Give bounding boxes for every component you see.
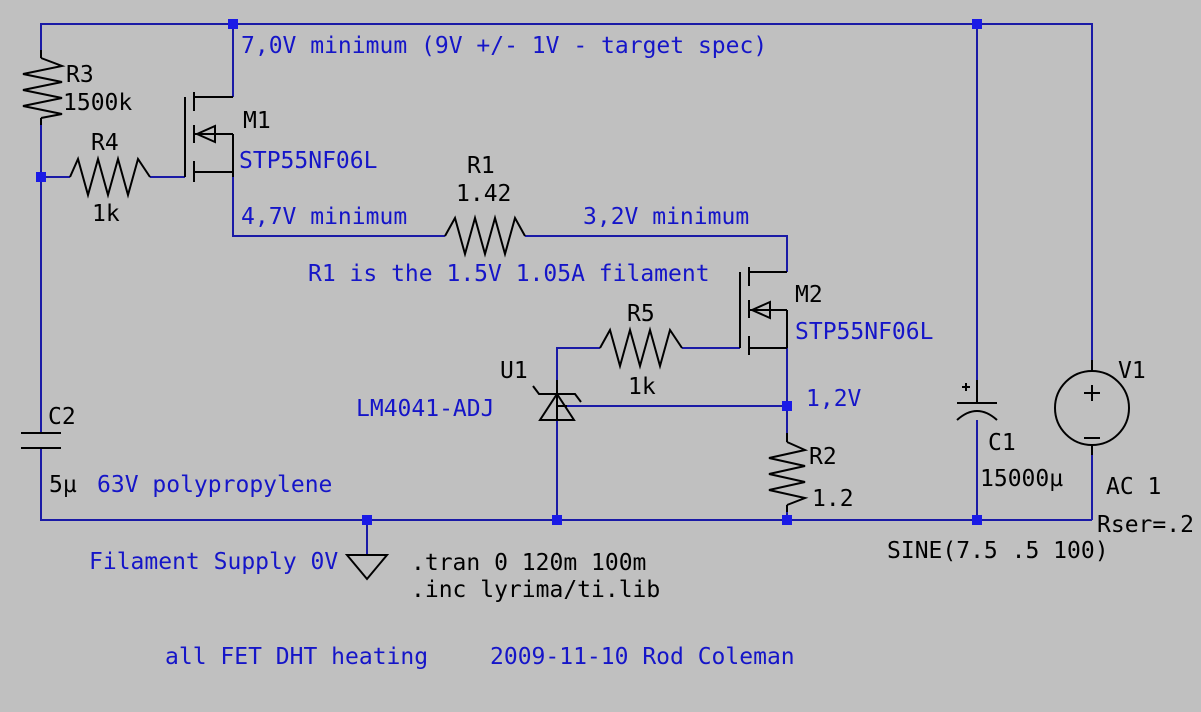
annotations: 7,0V minimum (9V +/- 1V - target spec) S… bbox=[89, 33, 933, 670]
r5-value: 1k bbox=[628, 374, 656, 400]
r4-ref: R4 bbox=[91, 130, 119, 156]
top-rail-wire bbox=[40, 23, 1093, 360]
v1-ref: V1 bbox=[1118, 358, 1146, 384]
r3-resistor bbox=[22, 50, 66, 125]
filament-note: R1 is the 1.5V 1.05A filament bbox=[308, 261, 710, 287]
junction-dot bbox=[782, 515, 792, 525]
ground-label: Filament Supply 0V bbox=[89, 549, 338, 575]
junction-dot bbox=[228, 19, 238, 29]
top-rail-voltage-note: 7,0V minimum (9V +/- 1V - target spec) bbox=[241, 33, 767, 59]
m2-mosfet bbox=[739, 267, 788, 355]
m1-source-wire bbox=[232, 177, 445, 237]
junction-dot bbox=[36, 172, 46, 182]
r1-ref: R1 bbox=[467, 153, 495, 179]
schematic-credit: 2009-11-10 Rod Coleman bbox=[490, 644, 795, 670]
v1-rser: Rser=.2 bbox=[1097, 512, 1194, 538]
r1-value: 1.42 bbox=[456, 181, 511, 207]
r4-value: 1k bbox=[92, 201, 120, 227]
v1-ac: AC 1 bbox=[1106, 474, 1161, 500]
r5-left-wire bbox=[556, 347, 600, 380]
c2-capacitor bbox=[21, 432, 61, 449]
r2-resistor bbox=[768, 433, 809, 512]
ground-symbol bbox=[344, 554, 390, 581]
m1-mosfet bbox=[184, 92, 234, 182]
component-labels: R3 1500k R4 1k M1 R1 1.42 M2 R5 1k U1 R2… bbox=[48, 62, 1194, 603]
r1-right-wire bbox=[525, 235, 788, 272]
v1-source: SINE(7.5 .5 100) bbox=[887, 538, 1109, 564]
junction-dot bbox=[972, 515, 982, 525]
junction-dot bbox=[782, 401, 792, 411]
c1-capacitor bbox=[956, 380, 998, 421]
c1-value: 15000µ bbox=[980, 466, 1063, 492]
tran-directive: .tran 0 120m 100m bbox=[411, 550, 646, 576]
u1-shunt-reference bbox=[532, 380, 582, 421]
junction-dot bbox=[972, 19, 982, 29]
v1-voltage-source bbox=[1054, 360, 1130, 455]
m2-ref: M2 bbox=[795, 282, 823, 308]
m1-source-voltage-note: 4,7V minimum bbox=[241, 204, 407, 230]
r3-value: 1500k bbox=[63, 90, 132, 116]
r4-resistor bbox=[69, 155, 151, 199]
c2-type-note: 63V polypropylene bbox=[97, 472, 332, 498]
c2-value: 5µ bbox=[49, 472, 77, 498]
junctions bbox=[36, 19, 982, 525]
r3-ref: R3 bbox=[66, 62, 94, 88]
c1-ref: C1 bbox=[988, 430, 1016, 456]
u1-model: LM4041-ADJ bbox=[356, 396, 494, 422]
r2-ref: R2 bbox=[809, 444, 837, 470]
m2-model: STP55NF06L bbox=[795, 319, 933, 345]
m1-model: STP55NF06L bbox=[239, 148, 377, 174]
r5-ref: R5 bbox=[627, 301, 655, 327]
schematic-title: all FET DHT heating bbox=[165, 644, 428, 670]
r2-value: 1.2 bbox=[812, 486, 854, 512]
m2-drain-voltage-note: 3,2V minimum bbox=[583, 204, 749, 230]
c2-ref: C2 bbox=[48, 404, 76, 430]
u1-ref: U1 bbox=[500, 358, 528, 384]
reference-voltage-note: 1,2V bbox=[806, 386, 862, 412]
r1-resistor bbox=[444, 214, 526, 258]
r5-resistor bbox=[599, 326, 683, 370]
m1-ref: M1 bbox=[243, 108, 271, 134]
bottom-rail-wire bbox=[40, 448, 1092, 521]
junction-dot bbox=[552, 515, 562, 525]
junction-dot bbox=[362, 515, 372, 525]
inc-directive: .inc lyrima/ti.lib bbox=[411, 577, 660, 603]
